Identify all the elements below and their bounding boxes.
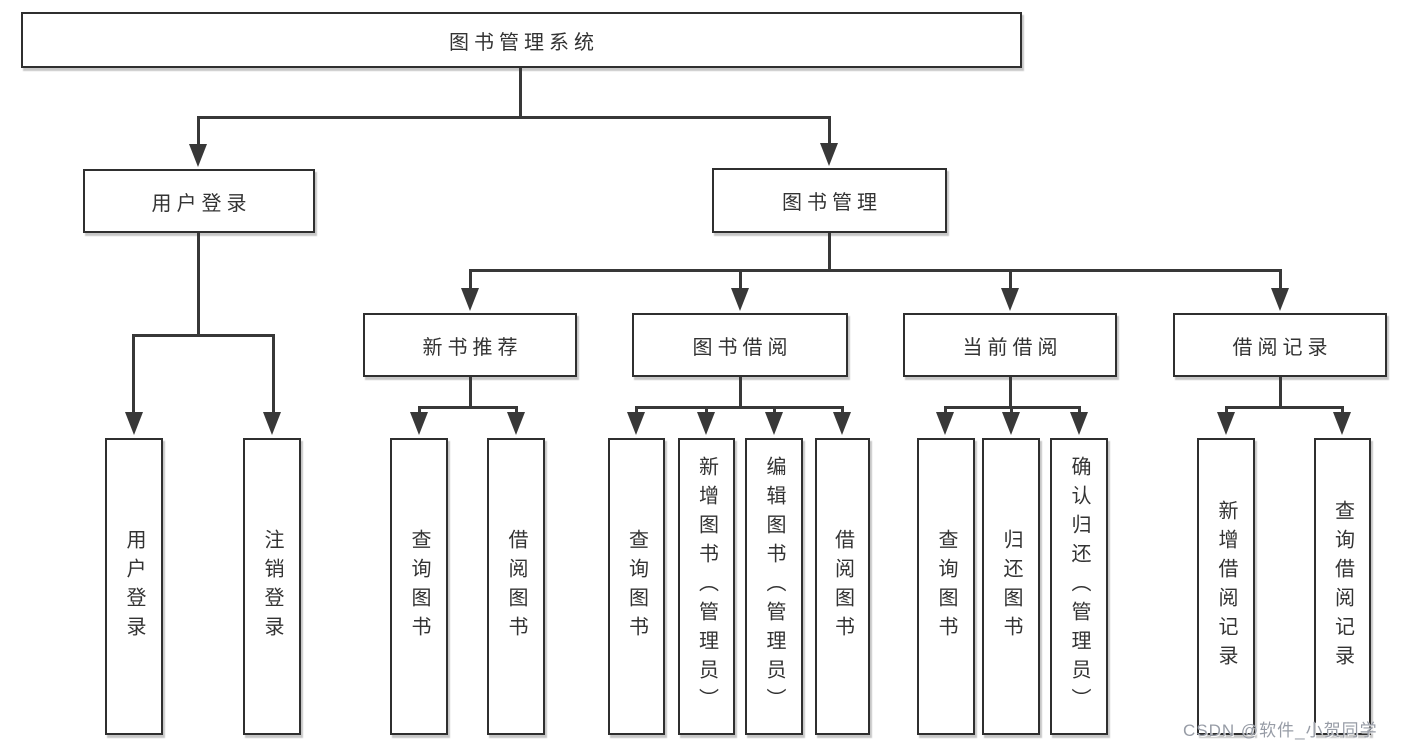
leaf-user-login-label: 用户登录 (123, 528, 145, 645)
leaf-cb-query-books-label: 查询图书 (935, 528, 957, 645)
leaf-cb-confirm-return: 确认归还（管理员） (1050, 438, 1108, 735)
leaf-logout-label: 注销登录 (261, 528, 283, 645)
leaf-user-login: 用户登录 (105, 438, 163, 735)
arrowhead-leaf-login (125, 412, 143, 435)
edge-book-mgmt-hbar (469, 269, 1281, 272)
edge-to-leaf-bb-query (635, 406, 638, 414)
arrowhead-leaf-bb-edit (765, 412, 783, 435)
leaf-bb-edit-books-label: 编辑图书（管理员） (763, 456, 785, 717)
leaf-cb-return-books-label: 归还图书 (1000, 528, 1022, 645)
arrowhead-borrow-record (1271, 288, 1289, 311)
leaf-br-add-record: 新增借阅记录 (1197, 438, 1255, 735)
edge-to-current-borrow (1009, 269, 1012, 289)
arrowhead-leaf-cb-confirm (1070, 412, 1088, 435)
node-book-borrow: 图书借阅 (632, 313, 848, 377)
edge-borrow-record-stem (1279, 377, 1282, 408)
leaf-bb-query-books-label: 查询图书 (625, 528, 648, 645)
edge-to-borrow-record (1279, 269, 1282, 289)
arrowhead-book-borrow (731, 288, 749, 311)
leaf-bb-add-books: 新增图书（管理员） (678, 438, 735, 735)
edge-user-login-hbar (132, 334, 275, 337)
edge-current-borrow-stem (1009, 377, 1012, 408)
edge-book-mgmt-stem (828, 233, 831, 271)
leaf-bb-borrow-books-label: 借阅图书 (831, 528, 854, 645)
edge-borrow-record-hbar (1225, 406, 1343, 409)
arrowhead-leaf-cb-query (936, 412, 954, 435)
edge-to-leaf-bb-add (705, 406, 708, 414)
leaf-br-add-record-label: 新增借阅记录 (1215, 499, 1237, 674)
node-borrow-record: 借阅记录 (1173, 313, 1387, 377)
leaf-cb-return-books: 归还图书 (982, 438, 1040, 735)
arrowhead-leaf-bb-add (697, 412, 715, 435)
node-new-book-rec: 新书推荐 (363, 313, 577, 377)
leaf-rec-borrow-books: 借阅图书 (487, 438, 545, 735)
arrowhead-leaf-bb-query (627, 412, 645, 435)
node-user-login: 用户登录 (83, 169, 315, 233)
arrowhead-leaf-cb-return (1002, 412, 1020, 435)
edge-to-leaf-login (132, 334, 135, 414)
leaf-logout: 注销登录 (243, 438, 301, 735)
edge-new-book-rec-stem (469, 377, 472, 408)
leaf-rec-borrow-books-label: 借阅图书 (505, 528, 527, 645)
leaf-rec-query-books-label: 查询图书 (408, 528, 430, 645)
arrowhead-new-book-rec (461, 288, 479, 311)
edge-book-borrow-stem (739, 377, 742, 408)
edge-root-stem (519, 68, 522, 118)
node-book-mgmt: 图书管理 (712, 168, 947, 233)
edge-to-new-book-rec (469, 269, 472, 289)
edge-to-leaf-br-add (1225, 406, 1228, 414)
leaf-br-query-record: 查询借阅记录 (1314, 438, 1371, 735)
edge-to-leaf-br-query (1341, 406, 1344, 414)
edge-user-login-stem (197, 233, 200, 336)
edge-to-book-borrow (739, 269, 742, 289)
edge-to-leaf-rec-borrow (515, 406, 518, 414)
edge-new-book-rec-hbar (418, 406, 518, 409)
leaf-bb-edit-books: 编辑图书（管理员） (745, 438, 803, 735)
watermark: CSDN @软件_小贺同学 (1183, 721, 1378, 740)
edge-to-leaf-cb-query (944, 406, 947, 414)
arrowhead-book-mgmt (820, 143, 838, 166)
leaf-cb-confirm-return-label: 确认归还（管理员） (1068, 456, 1090, 717)
leaf-bb-query-books: 查询图书 (608, 438, 665, 735)
edge-to-leaf-bb-borrow (841, 406, 844, 414)
edge-root-hbar (197, 116, 831, 119)
arrowhead-user-login (189, 144, 207, 167)
edge-to-leaf-rec-query (418, 406, 421, 414)
arrowhead-leaf-logout (263, 412, 281, 435)
edge-to-leaf-bb-edit (773, 406, 776, 414)
arrowhead-leaf-br-add (1217, 412, 1235, 435)
leaf-rec-query-books: 查询图书 (390, 438, 448, 735)
leaf-bb-borrow-books: 借阅图书 (815, 438, 870, 735)
node-current-borrow: 当前借阅 (903, 313, 1117, 377)
edge-to-leaf-logout (272, 334, 275, 414)
arrowhead-leaf-rec-borrow (507, 412, 525, 435)
arrowhead-leaf-bb-borrow (833, 412, 851, 435)
edge-to-leaf-cb-return (1010, 406, 1013, 414)
leaf-cb-query-books: 查询图书 (917, 438, 975, 735)
arrowhead-leaf-br-query (1333, 412, 1351, 435)
edge-to-leaf-cb-confirm (1078, 406, 1081, 414)
node-root: 图书管理系统 (21, 12, 1022, 68)
arrowhead-leaf-rec-query (410, 412, 428, 435)
edge-to-user-login (197, 116, 200, 146)
arrowhead-current-borrow (1001, 288, 1019, 311)
leaf-br-query-record-label: 查询借阅记录 (1331, 499, 1354, 674)
leaf-bb-add-books-label: 新增图书（管理员） (695, 456, 718, 717)
edge-book-borrow-hbar (635, 406, 843, 409)
edge-to-book-mgmt (828, 116, 831, 146)
